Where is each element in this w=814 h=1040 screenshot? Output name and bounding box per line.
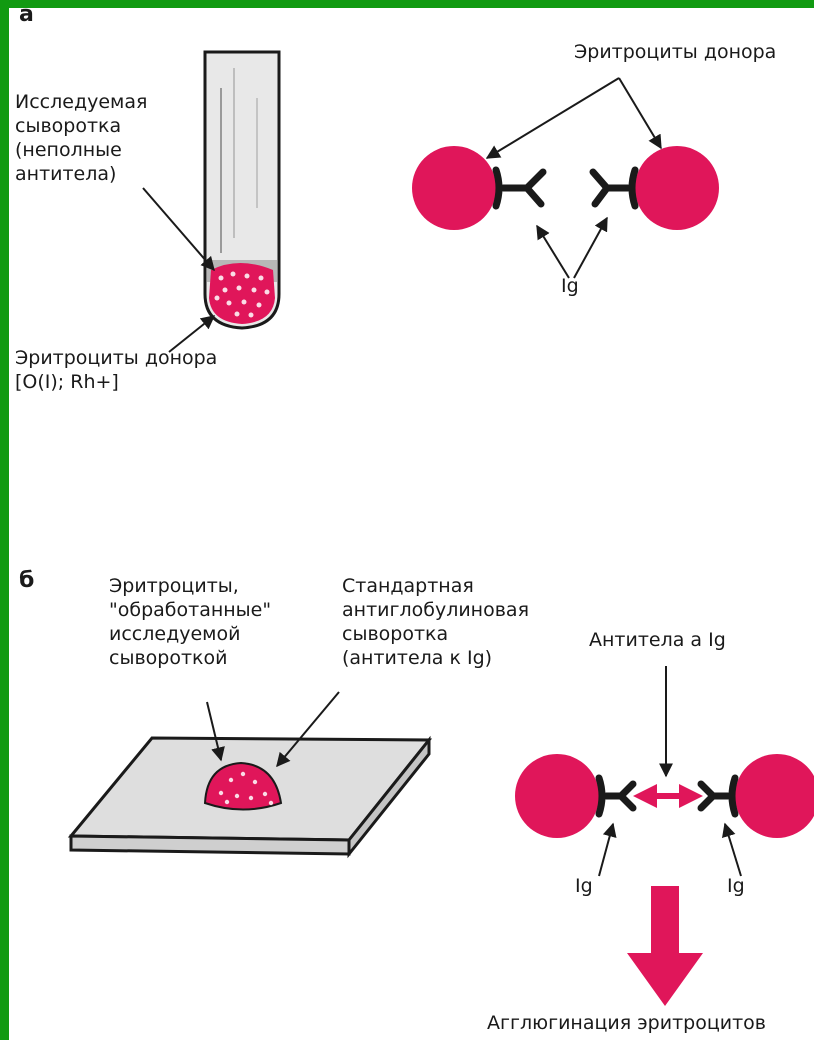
- arrow-ig-right-a: [573, 216, 608, 279]
- ig-label-left-b: Ig: [575, 875, 593, 897]
- donor-cells-top-label: Эритроциты донора: [574, 41, 777, 63]
- blood-drop: [203, 761, 283, 811]
- erythrocyte-right-b: [735, 754, 814, 838]
- test-tube: [203, 50, 281, 330]
- arrow-ig-right-b: [722, 822, 742, 877]
- ig-right-b: [697, 774, 739, 818]
- arrow-ig-left-b: [598, 822, 617, 877]
- result-label: Агглюгинация эритроцитов: [487, 1012, 767, 1034]
- antiglobulin-label: Стандартная антиглобулиновая сыворотка (…: [342, 575, 530, 669]
- panel-letter-a: а: [19, 8, 34, 27]
- arrow-donor-cells: [168, 315, 216, 353]
- ig-label-right-b: Ig: [727, 875, 745, 897]
- ig-label-a: Ig: [561, 275, 579, 297]
- erythrocyte-left-a: [412, 146, 496, 230]
- arrow-treated-cells: [206, 701, 225, 762]
- diagram-artwork: [67, 50, 814, 1006]
- serum-label: Исследуемая сыворотка (неполные антитела…: [15, 91, 148, 185]
- treated-cells-label: Эритроциты, "обработанные" исследуемой с…: [109, 575, 272, 669]
- erythrocyte-left-b: [515, 754, 599, 838]
- ig-left-b: [595, 774, 637, 818]
- arrow-antiglobulin: [276, 691, 340, 768]
- arrow-donor-right: [618, 77, 662, 150]
- arrow-serum: [142, 187, 215, 272]
- ig-right-a: [589, 166, 639, 210]
- sediment-cells: [214, 271, 270, 318]
- panel-letter-b: б: [19, 568, 35, 593]
- ig-left-a: [492, 166, 547, 210]
- arrow-ig-left-a: [536, 224, 570, 279]
- donor-cells-label: Эритроциты донора [O(I); Rh+]: [15, 347, 218, 393]
- result-arrow-down: [627, 886, 703, 1006]
- diagram-page: а Исследуемая сыворотка (неполные антите…: [9, 8, 814, 1040]
- erythrocyte-right-a: [635, 146, 719, 230]
- arrow-donor-left: [485, 77, 620, 159]
- anti-ig-label: Антитела а Ig: [589, 629, 726, 651]
